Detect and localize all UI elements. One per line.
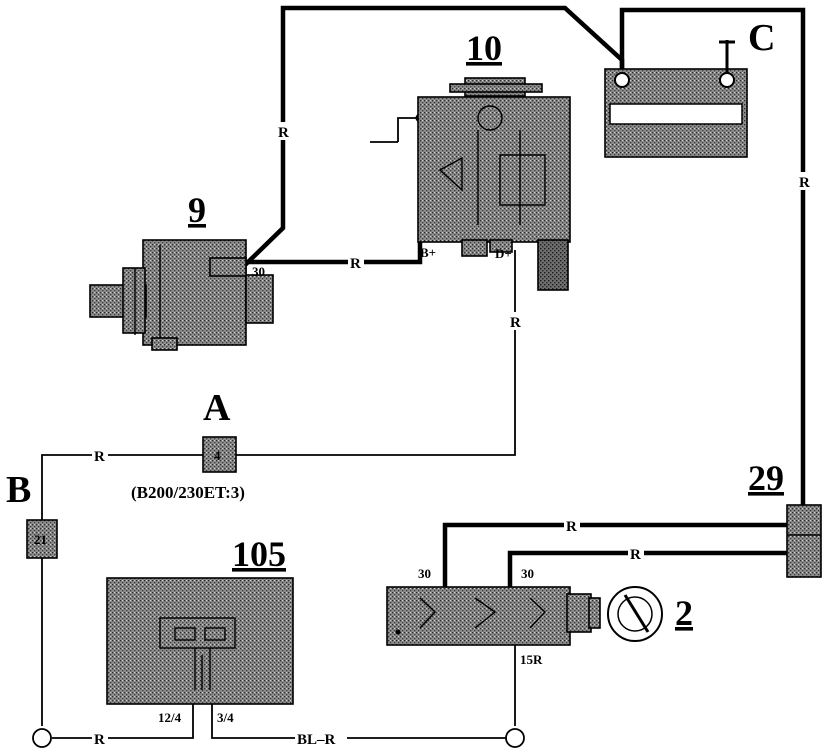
module-105 (106, 577, 294, 705)
connector-b-pin: 21 (34, 532, 47, 547)
wire-junction-to-switch-lower (507, 550, 790, 590)
terminal-bottom-left (32, 728, 52, 748)
battery-label: C (748, 17, 775, 59)
junction-29 (786, 504, 822, 578)
wire-starter-to-alternator (245, 242, 423, 265)
starter-number: 9 (188, 190, 206, 230)
module-105-number: 105 (232, 534, 286, 574)
wire-label-alternator-a: R (510, 315, 521, 331)
connector-a (202, 436, 237, 473)
wire-label-bottom-right: BL–R (297, 732, 336, 748)
alternator-number: 10 (466, 28, 502, 68)
wire-label-bottom-left: R (94, 732, 105, 748)
wire-connector-a-to-b (41, 454, 203, 520)
connector-a-letter: A (203, 387, 231, 429)
alternator-b-plus: B+ (420, 245, 436, 260)
switch-terminal-15r: 15R (520, 652, 543, 667)
switch-number: 2 (675, 593, 693, 633)
ignition-key-icon (607, 586, 663, 642)
alternator (417, 77, 571, 291)
wire-bottom-right (211, 690, 506, 739)
wire-label-starter-alternator: R (350, 256, 361, 272)
wire-label-junction-switch-lower: R (630, 547, 641, 563)
terminal-bottom-right (505, 728, 525, 748)
connector-a-pin: 4 (214, 448, 221, 463)
alternator-d-plus: D+ (495, 246, 512, 261)
junction-29-number: 29 (748, 458, 784, 498)
wire-battery-to-junction-29 (619, 7, 806, 505)
ignition-switch (386, 586, 601, 646)
wire-label-junction-switch-upper: R (566, 519, 577, 535)
starter-terminal-30: 30 (252, 264, 265, 279)
wire-alternator-ground (397, 117, 420, 142)
wire-alternator-d-plus (236, 250, 516, 456)
wire-label-battery-starter: R (278, 125, 289, 141)
module-pin-left: 12/4 (158, 710, 182, 725)
battery (604, 40, 748, 158)
wire-label-a-b: R (94, 449, 105, 465)
switch-terminal-30-right: 30 (521, 566, 534, 581)
wire-label-battery-junction: R (799, 175, 810, 191)
wire-junction-to-switch-upper (442, 522, 790, 590)
starter-motor (89, 239, 274, 351)
connector-a-note: (B200/230ET:3) (131, 483, 245, 502)
module-pin-right: 3/4 (217, 710, 234, 725)
switch-terminal-30-left: 30 (418, 566, 431, 581)
connector-b (26, 519, 58, 559)
connector-b-letter: B (6, 469, 31, 511)
